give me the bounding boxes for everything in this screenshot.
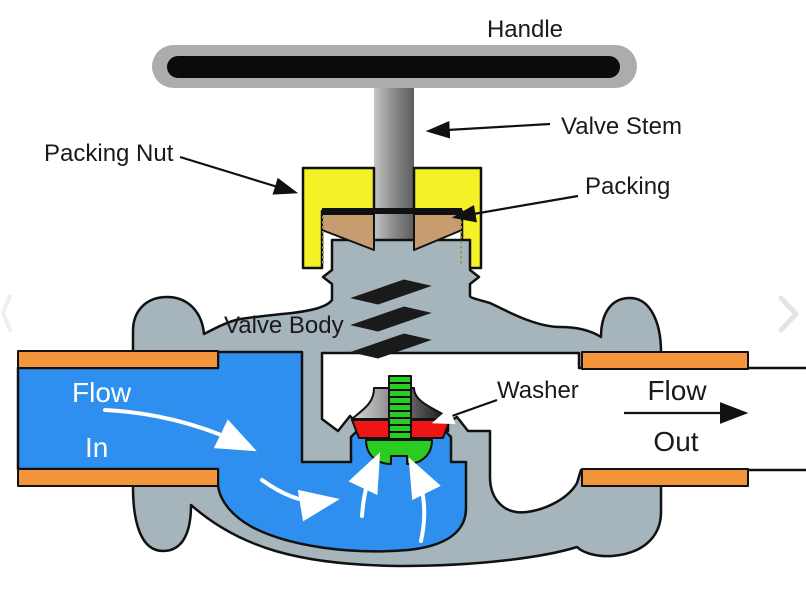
washer-label: Washer	[497, 377, 579, 404]
packing-nut-label: Packing Nut	[44, 140, 174, 167]
handle	[152, 45, 637, 88]
valve-stem-label: Valve Stem	[561, 113, 682, 140]
stem-threads	[350, 279, 432, 359]
washer-arrow	[431, 398, 498, 425]
flow-direction-arrows	[103, 408, 441, 543]
fluid-flow-region	[16, 350, 468, 553]
packing-arrow	[451, 194, 579, 223]
valve-stem-arrow	[425, 121, 551, 139]
pipe-flanges	[17, 350, 749, 487]
handle-label: Handle	[487, 16, 563, 43]
flow-in-label-line1: Flow	[72, 377, 132, 408]
packing-nut-arrow	[179, 155, 299, 195]
packing-left	[321, 213, 375, 251]
flange-inlet-bottom	[17, 468, 219, 487]
valve-body-label: Valve Body	[224, 312, 344, 339]
packing-label: Packing	[585, 173, 670, 200]
packing-gland-line	[322, 208, 462, 214]
handle-core	[167, 56, 620, 78]
flow-in-label-line2: In	[85, 432, 108, 463]
flow-out-label-line2: Out	[653, 426, 698, 457]
chevron-right-icon[interactable]	[778, 295, 799, 333]
outlet-cavity	[320, 351, 806, 514]
flange-outlet-bottom	[581, 468, 749, 487]
packing-right	[413, 213, 463, 251]
chevron-left-icon[interactable]	[1, 294, 12, 332]
flange-inlet-top	[17, 350, 219, 369]
flow-out-label-line1: Flow	[647, 375, 707, 406]
disc-screw	[388, 375, 412, 449]
flange-outlet-top	[581, 351, 749, 370]
